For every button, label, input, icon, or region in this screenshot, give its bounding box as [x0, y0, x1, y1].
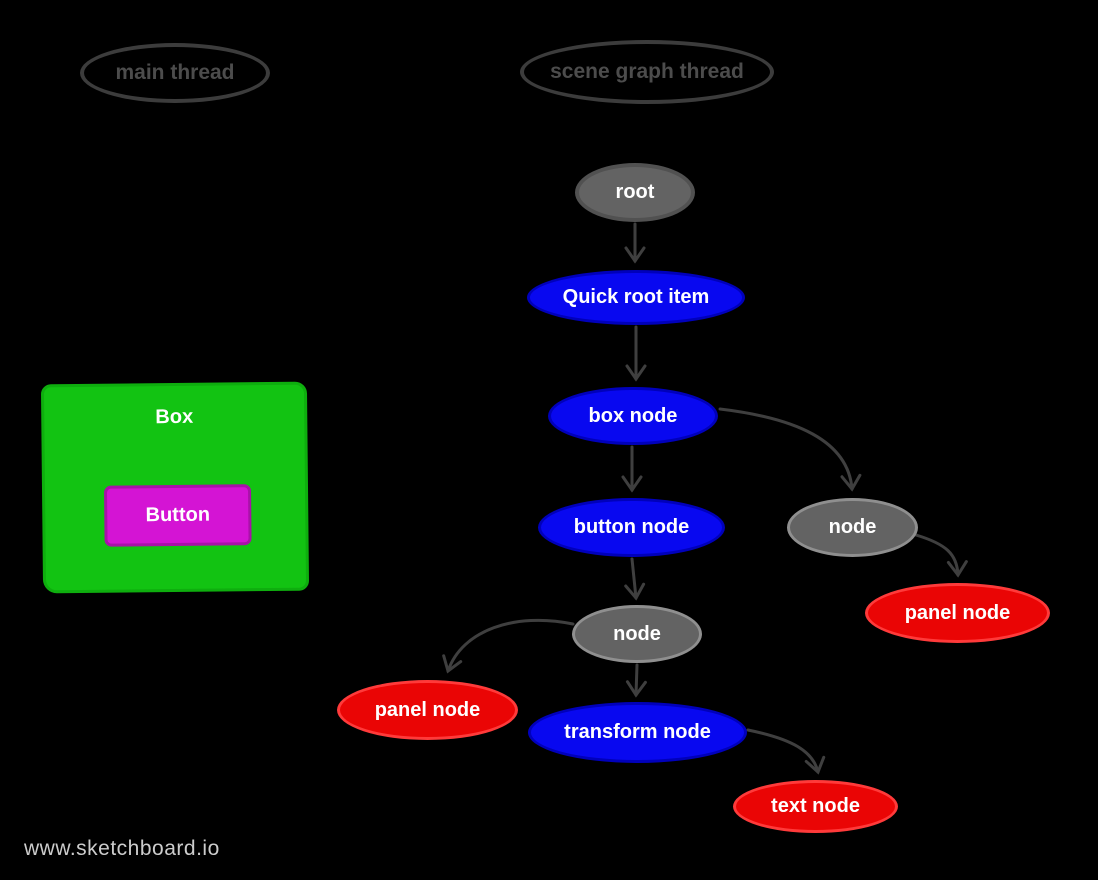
- node-panel-node-left-label: panel node: [374, 698, 481, 721]
- node-right[interactable]: node: [787, 498, 918, 557]
- node-root-label: root: [615, 181, 655, 203]
- edge-button-node-to-node-center[interactable]: [624, 557, 646, 601]
- node-box-node-label: box node: [588, 404, 678, 427]
- button-label: Button: [145, 503, 211, 527]
- edge-transform-node-to-text-node[interactable]: [746, 728, 826, 775]
- lane-main-thread[interactable]: main thread: [80, 43, 270, 103]
- box-shape[interactable]: Box Button: [40, 381, 310, 594]
- node-transform-node[interactable]: transform node: [528, 702, 747, 763]
- node-button-node-label: button node: [573, 516, 690, 538]
- node-button-node[interactable]: button node: [538, 498, 725, 557]
- edge-node-center-to-panel-node-left[interactable]: [442, 618, 575, 674]
- node-text-node[interactable]: text node: [733, 780, 898, 833]
- node-root[interactable]: root: [575, 163, 695, 222]
- node-quick-root-item-label: Quick root item: [562, 286, 710, 308]
- edge-node-right-to-panel-node-right[interactable]: [914, 533, 968, 578]
- node-center-label: node: [613, 622, 661, 645]
- watermark: www.sketchboard.io: [24, 837, 220, 860]
- node-panel-node-right-label: panel node: [904, 601, 1011, 624]
- lane-scene-graph-thread-label: scene graph thread: [550, 60, 744, 83]
- edge-box-node-to-node-right[interactable]: [718, 407, 862, 492]
- button-shape[interactable]: Button: [103, 484, 252, 547]
- node-panel-node-right[interactable]: panel node: [865, 583, 1050, 643]
- box-label: Box: [155, 405, 194, 429]
- lane-scene-graph-thread[interactable]: scene graph thread: [520, 40, 774, 104]
- node-box-node[interactable]: box node: [548, 387, 718, 445]
- node-panel-node-left[interactable]: panel node: [337, 680, 518, 740]
- lane-main-thread-label: main thread: [115, 61, 235, 84]
- node-center[interactable]: node: [572, 605, 702, 663]
- node-transform-node-label: transform node: [564, 721, 711, 743]
- node-quick-root-item[interactable]: Quick root item: [527, 270, 745, 325]
- edge-node-center-to-transform-node[interactable]: [625, 663, 647, 698]
- node-text-node-label: text node: [771, 795, 860, 817]
- node-right-label: node: [828, 516, 877, 538]
